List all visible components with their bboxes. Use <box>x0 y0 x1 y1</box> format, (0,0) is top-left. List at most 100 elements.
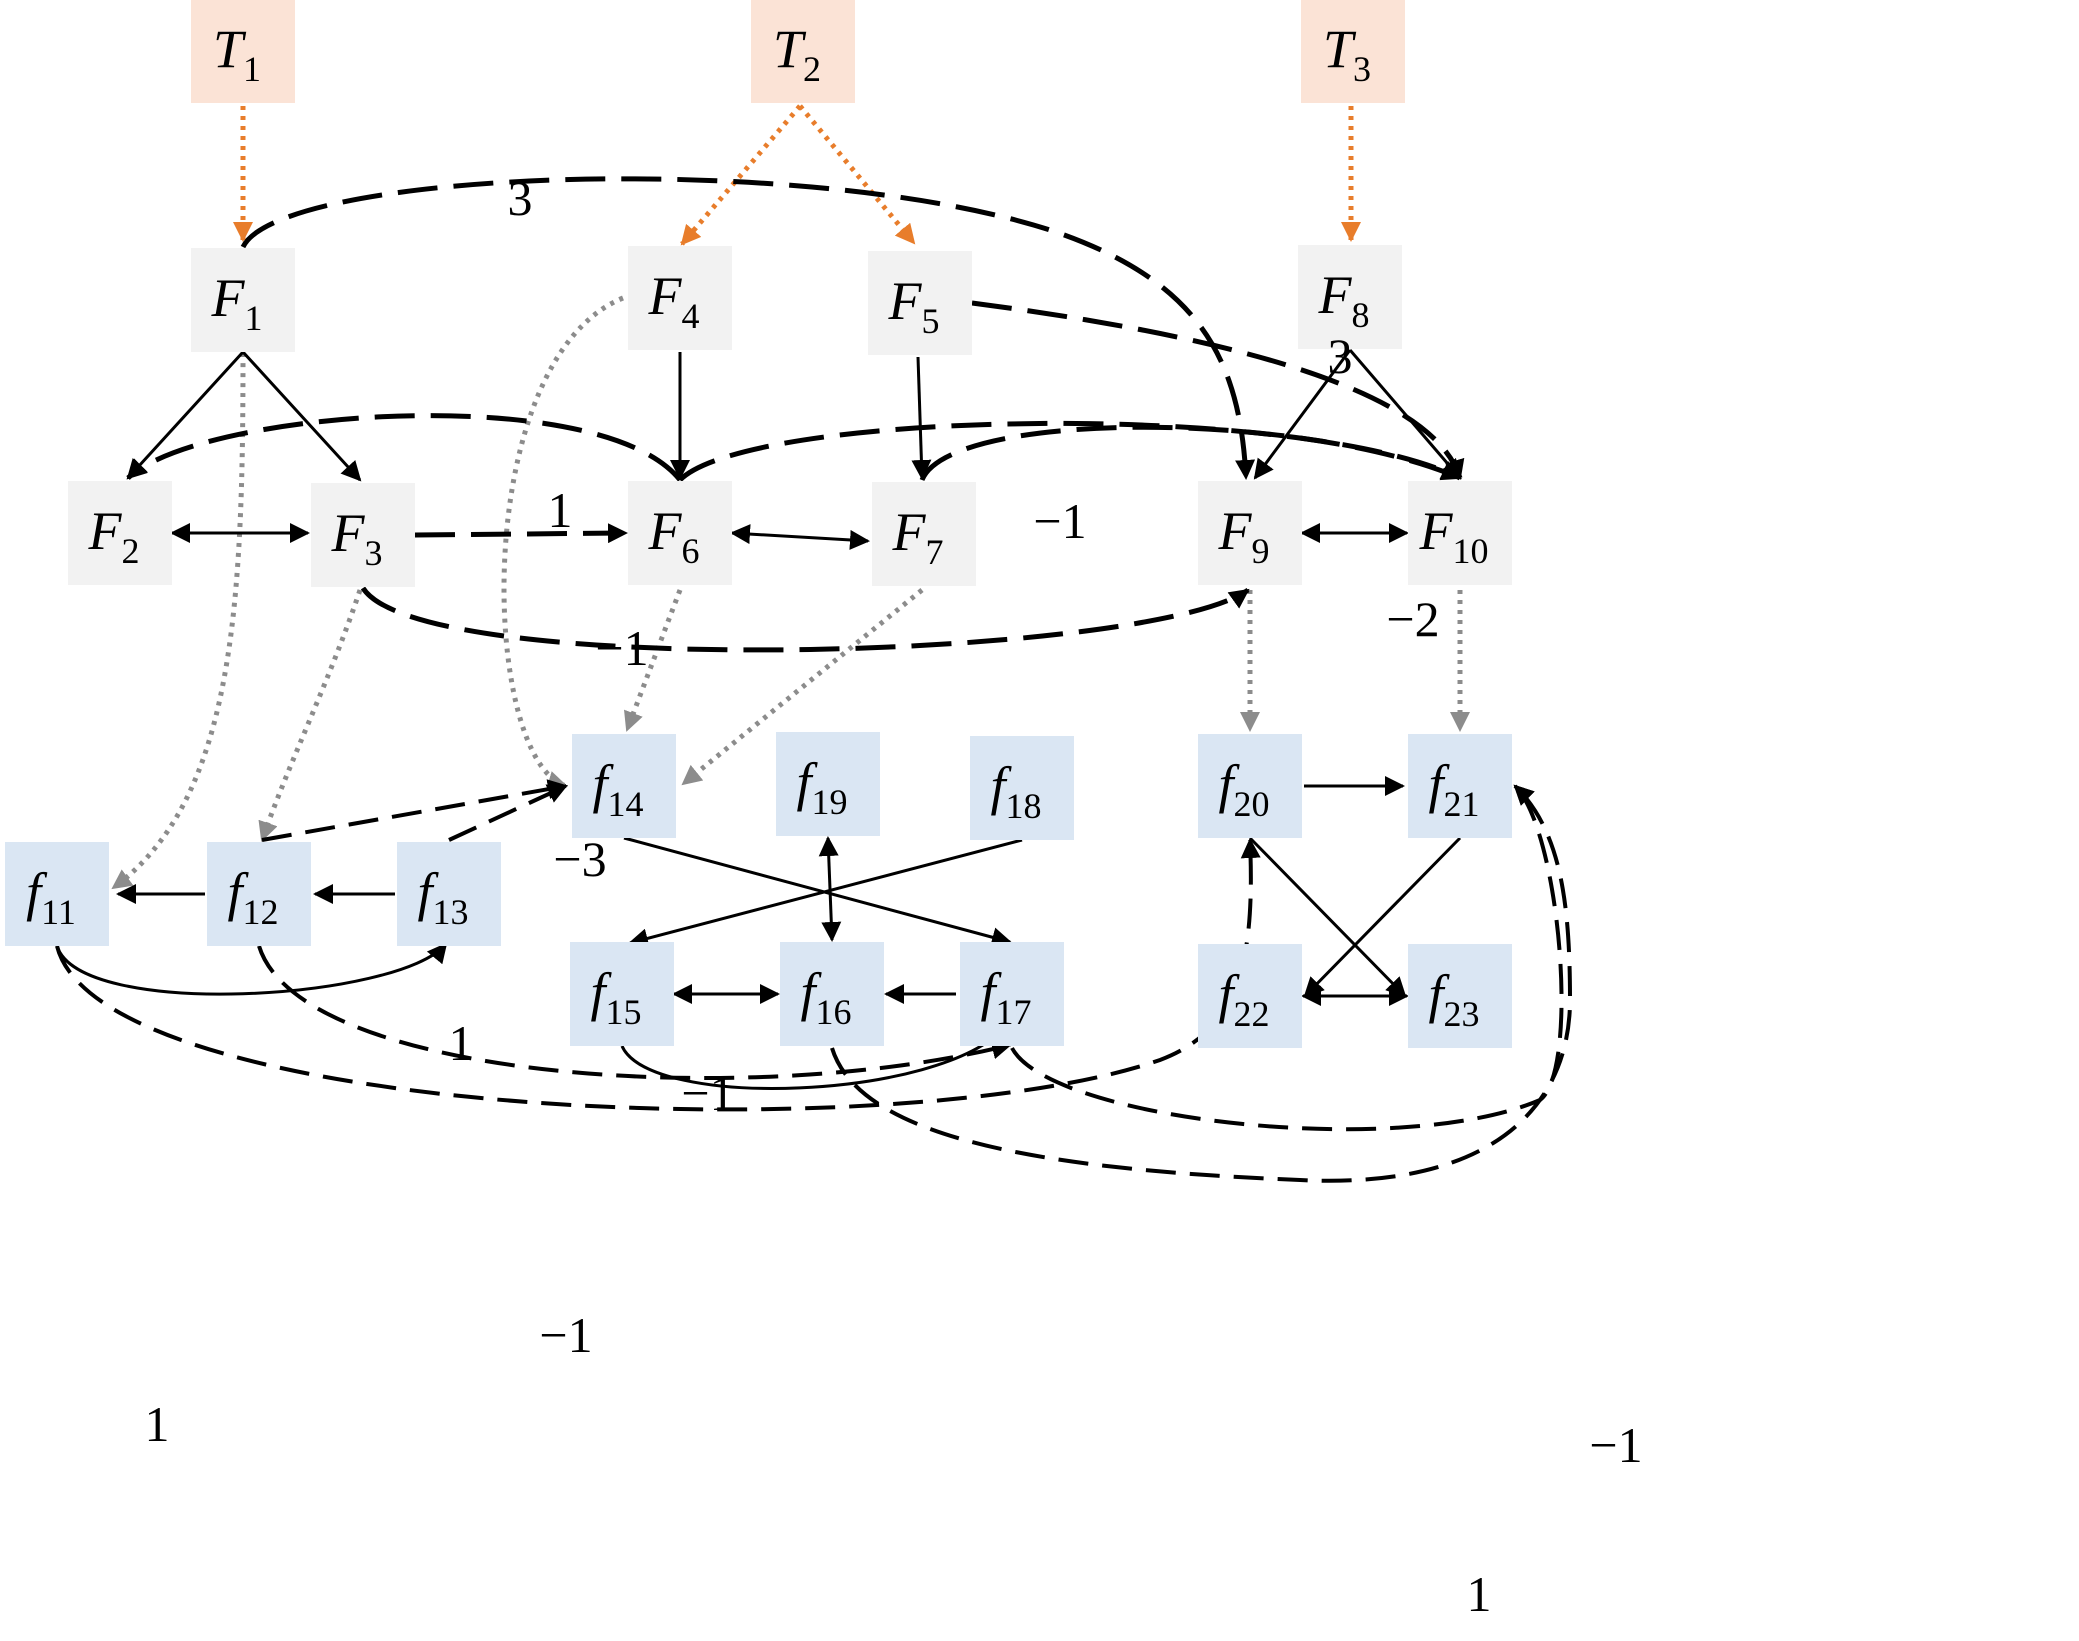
node-f23: f23 <box>1408 944 1512 1048</box>
node-label-f7: F7 <box>892 502 944 572</box>
edge-f11-f20 <box>55 838 1261 1112</box>
node-label-subscript: 20 <box>1234 784 1270 824</box>
node-f18: f18 <box>970 736 1074 840</box>
node-label-base: F <box>888 271 923 331</box>
node-label-base: F <box>331 503 366 563</box>
edge-f21-f22 <box>1303 836 1462 998</box>
node-label-base: T <box>213 19 247 79</box>
node-f14: f14 <box>572 734 676 838</box>
node-label-subscript: 19 <box>812 782 848 822</box>
node-f10: F10 <box>1408 481 1512 585</box>
node-label-f9: F9 <box>1218 501 1270 571</box>
node-label-f23: f23 <box>1428 964 1479 1034</box>
edge-label-f7-f10: −2 <box>1386 591 1439 647</box>
node-f2: F2 <box>68 481 172 585</box>
node-box-f19 <box>776 732 880 836</box>
node-label-f19: f19 <box>796 752 847 822</box>
node-label-subscript: 1 <box>243 49 261 89</box>
edge-label-f3-f6: −1 <box>595 620 648 676</box>
node-label-subscript: 2 <box>803 49 821 89</box>
node-label-base: F <box>1218 501 1253 561</box>
node-label-subscript: 3 <box>1353 49 1371 89</box>
node-label-base: F <box>1419 501 1454 561</box>
node-box-f9 <box>1198 481 1302 585</box>
node-label-subscript: 5 <box>922 301 940 341</box>
node-label-t2: T2 <box>773 19 821 89</box>
node-label-base: T <box>773 19 807 79</box>
node-box-f7 <box>872 482 976 586</box>
node-label-subscript: 7 <box>926 532 944 572</box>
edge-f12-f17 <box>257 945 1012 1080</box>
node-f17: f17 <box>960 942 1064 1046</box>
node-label-subscript: 18 <box>1006 786 1042 826</box>
edge-label-f17-f21: −1 <box>1589 1417 1642 1473</box>
edge-f6-f7 <box>730 524 870 550</box>
node-box-f23 <box>1408 944 1512 1048</box>
node-f8: F8 <box>1298 245 1402 349</box>
node-box-f21 <box>1408 734 1512 838</box>
node-label-subscript: 14 <box>608 784 644 824</box>
edge-label-f5-f10: 3 <box>1328 328 1353 384</box>
node-label-subscript: 4 <box>682 296 700 336</box>
node-box-t3 <box>1301 0 1405 103</box>
node-label-subscript: 17 <box>996 992 1032 1032</box>
node-f20: f20 <box>1198 734 1302 838</box>
node-label-subscript: 13 <box>433 892 469 932</box>
node-label-f3: F3 <box>331 503 383 573</box>
node-label-base: F <box>648 501 683 561</box>
node-f11: f11 <box>5 842 109 946</box>
node-label-base: F <box>88 501 123 561</box>
node-box-f5 <box>868 251 972 355</box>
node-label-f20: f20 <box>1218 754 1269 824</box>
node-label-f5: F5 <box>888 271 940 341</box>
node-box-t2 <box>751 0 855 103</box>
node-box-f13 <box>397 842 501 946</box>
node-label-f11: f11 <box>26 862 76 932</box>
edge-label-f1-f9: 3 <box>508 170 533 226</box>
node-f9: F9 <box>1198 481 1302 585</box>
node-t3: T3 <box>1301 0 1405 103</box>
node-t2: T2 <box>751 0 855 103</box>
node-label-subscript: 1 <box>245 298 263 338</box>
node-f6: F6 <box>628 481 732 585</box>
node-label-f10: F10 <box>1419 501 1489 571</box>
node-label-base: F <box>892 502 927 562</box>
node-box-f8 <box>1298 245 1402 349</box>
node-label-f21: f21 <box>1428 754 1479 824</box>
node-label-subscript: 9 <box>1252 531 1270 571</box>
edges-layer <box>55 104 1573 1183</box>
node-f16: f16 <box>780 942 884 1046</box>
node-label-f1: F1 <box>211 268 263 338</box>
edge-f12-f14 <box>261 779 568 842</box>
node-label-base: T <box>1323 19 1357 79</box>
edge-f4-f14 <box>501 295 624 791</box>
node-label-t3: T3 <box>1323 19 1371 89</box>
edge-f1-f9 <box>240 176 1256 480</box>
node-box-f2 <box>68 481 172 585</box>
node-box-f4 <box>628 246 732 350</box>
edge-f7-f10 <box>919 424 1462 482</box>
edge-label-f3-f9: −3 <box>553 831 606 887</box>
node-label-subscript: 6 <box>682 531 700 571</box>
node-f5: F5 <box>868 251 972 355</box>
edge-f20-f23 <box>1248 836 1407 998</box>
edge-t2-f5 <box>798 104 916 245</box>
edge-f3-f9 <box>360 586 1250 653</box>
edge-f13-f14 <box>448 784 568 842</box>
node-box-f15 <box>570 942 674 1046</box>
node-box-f10 <box>1408 481 1512 585</box>
node-label-f8: F8 <box>1318 265 1370 335</box>
node-label-subscript: 12 <box>243 892 279 932</box>
node-box-f11 <box>5 842 109 946</box>
node-box-f1 <box>191 248 295 352</box>
node-f1: F1 <box>191 248 295 352</box>
node-label-base: F <box>648 266 683 326</box>
node-label-subscript: 10 <box>1453 531 1489 571</box>
edge-f1-f3 <box>241 350 362 482</box>
edge-f6-f10 <box>678 420 1462 482</box>
node-label-f2: F2 <box>88 501 140 571</box>
edge-t2-f4 <box>680 104 802 246</box>
